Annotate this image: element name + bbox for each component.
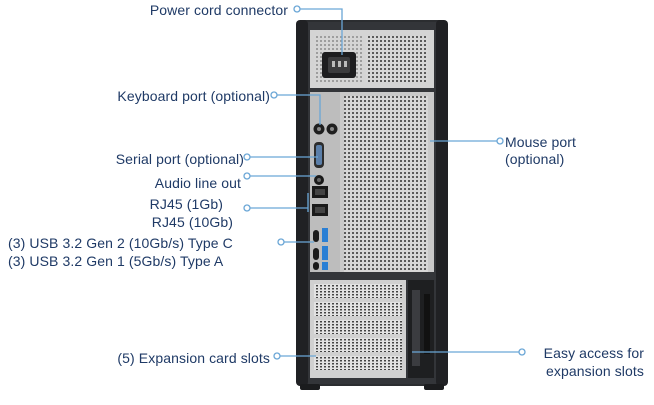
usb-c-icon: [313, 230, 319, 270]
usb-a-icon: [322, 228, 328, 270]
label-serial-port: Serial port (optional): [115, 151, 244, 167]
label-expansion-card-slots: (5) Expansion card slots: [117, 350, 270, 366]
label-usb-type-a: (3) USB 3.2 Gen 1 (5Gb/s) Type A: [8, 253, 224, 269]
label-audio-line-out: Audio line out: [154, 175, 241, 191]
label-rj45-1gb: RJ45 (1Gb): [149, 196, 223, 212]
audio-jack-icon: [314, 175, 324, 185]
callout-lines: [250, 8, 519, 357]
label-rj45-10gb: RJ45 (10Gb): [151, 214, 233, 230]
label-usb-type-c: (3) USB 3.2 Gen 2 (10Gb/s) Type C: [8, 235, 233, 251]
label-power-cord-connector: Power cord connector: [149, 2, 288, 18]
io-panel: [310, 92, 434, 272]
keyboard-ps2-icon: [313, 123, 325, 135]
serial-db9-icon: [314, 142, 324, 168]
power-plug-icon: [322, 52, 356, 78]
label-easy-access-line1: Easy access for: [543, 345, 644, 361]
ethernet-icon: [312, 186, 328, 216]
label-easy-access-line2: expansion slots: [545, 363, 644, 379]
mouse-ps2-icon: [326, 123, 338, 135]
callout-dots: [243, 5, 526, 360]
label-mouse-port-line2: (optional): [505, 151, 565, 167]
expansion-latch: [408, 280, 434, 378]
label-mouse-port-line1: Mouse port: [505, 134, 577, 150]
label-keyboard-port: Keyboard port (optional): [117, 88, 270, 104]
expansion-slots: [310, 280, 406, 378]
